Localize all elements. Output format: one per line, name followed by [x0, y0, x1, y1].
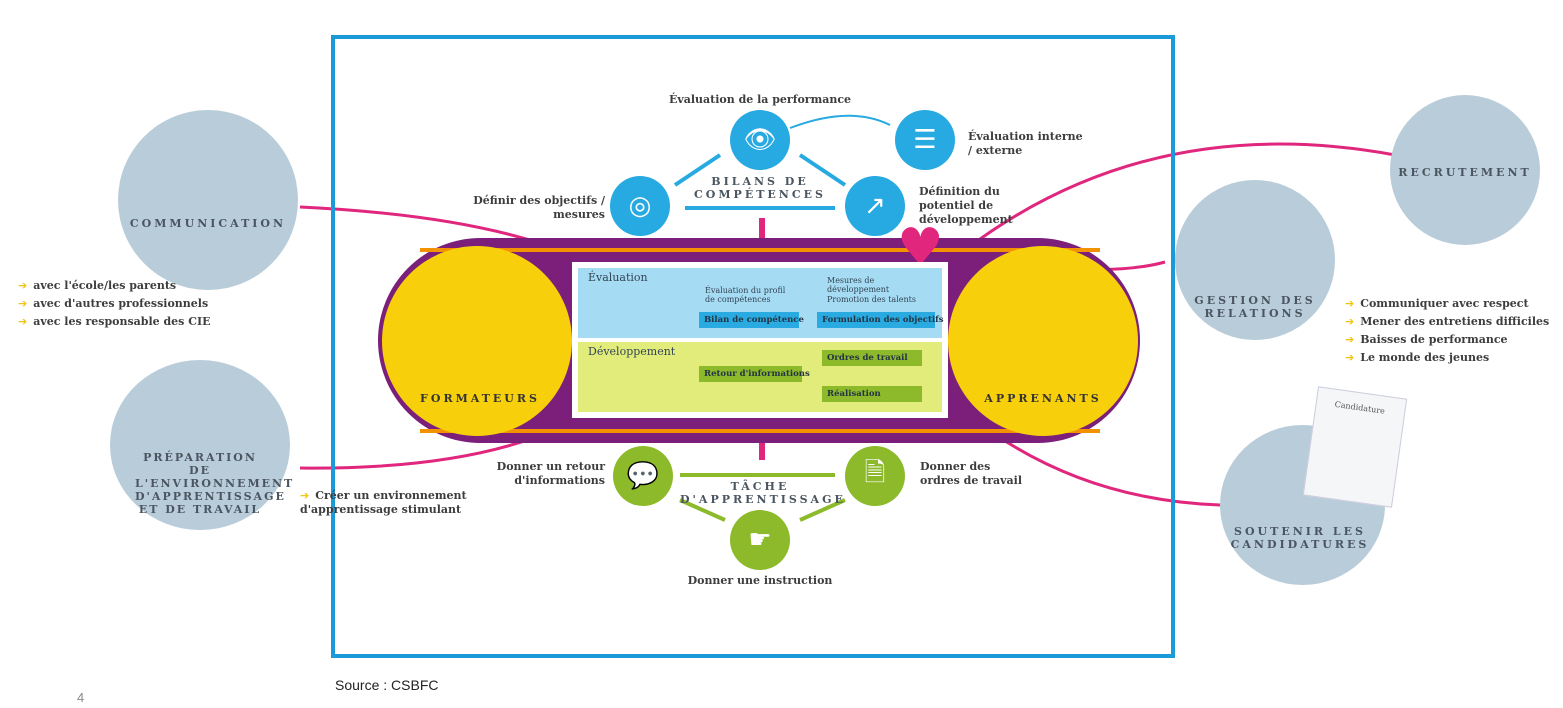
process-box: Évaluation Développement Évaluation du p…	[572, 262, 948, 418]
label-evaluation: Évaluation	[588, 271, 648, 284]
source-caption: Source : CSBFC	[335, 677, 439, 693]
label-performance: Évaluation de la performance	[668, 93, 852, 106]
preparation-circle	[110, 360, 290, 530]
label-apprenants: APPRENANTS	[984, 392, 1102, 405]
preparation-list: ➔Créer un environnement d'apprentissage …	[300, 489, 467, 516]
label-developpement: Développement	[588, 345, 676, 358]
label-communication: COMMUNICATION	[129, 217, 287, 230]
label-formateurs: FORMATEURS	[420, 392, 540, 405]
target-icon: ◎	[610, 176, 670, 236]
label-bilans: BILANS DE COMPÉTENCES	[694, 175, 826, 201]
realisation-box: Réalisation	[822, 386, 922, 402]
formulation-box: Formulation des objectifs	[817, 312, 944, 328]
label-instruction: Donner une instruction	[687, 574, 833, 587]
label-soutenir: SOUTENIR LES CANDIDATURES	[1230, 525, 1370, 551]
band-stripes	[420, 248, 1100, 433]
speech-bubble-icon: 💬	[613, 446, 673, 506]
communication-circle	[118, 110, 298, 290]
retour-box: Retour d'informations	[699, 366, 810, 382]
label-recrutement: RECRUTEMENT	[1398, 166, 1532, 179]
sliders-icon: ☰	[895, 110, 955, 170]
recrutement-circle	[1390, 95, 1540, 245]
trend-icon: ↗	[845, 176, 905, 236]
label-objectifs: Définir des objectifs / mesures	[473, 194, 605, 221]
candidature-document: Candidature	[1302, 386, 1408, 508]
label-tache: TÂCHE D'APPRENTISSAGE	[680, 480, 846, 506]
label-preparation: PRÉPARATION DE L'ENVIRONNEMENT D'APPRENT…	[135, 451, 295, 516]
apprenants-circle	[948, 246, 1138, 436]
label-mesures: Mesures de développement	[827, 276, 890, 294]
label-donner-ordres: Donner des ordres de travail	[920, 460, 1023, 487]
diagram-frame	[331, 35, 1175, 658]
pointing-hand-icon: ☛	[730, 510, 790, 570]
communication-list: ➔avec l'école/les parents ➔avec d'autres…	[18, 279, 211, 328]
gestion-circle	[1175, 180, 1335, 340]
label-donner-retour: Donner un retour d'informations	[496, 460, 605, 487]
label-eval-profil: Évaluation du profil de compétences	[705, 286, 786, 304]
label-gestion: GESTION DES RELATIONS	[1194, 294, 1316, 320]
ordres-box: Ordres de travail	[822, 350, 922, 366]
eye-icon: 👁	[730, 110, 790, 170]
formateurs-circle	[382, 246, 572, 436]
gestion-list: ➔Communiquer avec respect ➔Mener des ent…	[1345, 297, 1550, 364]
document-icon: 🗎	[845, 446, 905, 506]
label-interne: Évaluation interne / externe	[968, 130, 1083, 157]
bilan-box: Bilan de compétence	[699, 312, 804, 328]
label-promotion: Promotion des talents	[827, 295, 916, 304]
label-potentiel: Définition du potentiel de développement	[919, 185, 1013, 226]
page-number: 4	[77, 690, 85, 705]
